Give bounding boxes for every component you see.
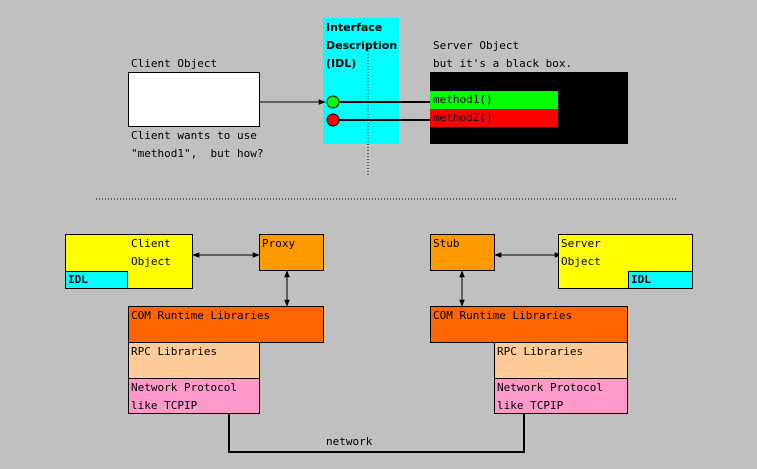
client-network-line2: like TCPIP: [131, 399, 198, 412]
network-label: network: [326, 435, 373, 448]
server-label-line1: Server Object: [433, 39, 520, 52]
idl-title-line3: (IDL): [326, 57, 357, 70]
client-object-label: Client Object: [131, 57, 218, 70]
client-com-runtime: COM Runtime Libraries: [128, 306, 324, 343]
client-note-line1: Client wants to use: [131, 129, 257, 142]
client-network-protocol: Network Protocol like TCPIP: [128, 378, 260, 414]
method2-dot: [326, 113, 340, 127]
client-rpc-libraries: RPC Libraries: [128, 342, 260, 379]
idl-title-line2: Description: [326, 39, 398, 52]
client-block-line2: Object: [131, 255, 171, 268]
client-object-box: [128, 72, 260, 127]
client-block-line1: Client: [131, 237, 171, 250]
server-label-line2: but it's a black box.: [433, 57, 573, 70]
server-network-line2: like TCPIP: [497, 399, 564, 412]
server-idl-tag: IDL: [628, 271, 693, 289]
server-rpc-label: RPC Libraries: [497, 345, 584, 358]
server-block-line2: Object: [561, 255, 601, 268]
client-idl-tag-label: IDL: [68, 273, 88, 286]
server-network-protocol: Network Protocol like TCPIP: [494, 378, 628, 414]
server-com-runtime: COM Runtime Libraries: [430, 306, 628, 343]
client-idl-tag: IDL: [65, 271, 128, 289]
network-line: [228, 414, 525, 453]
proxy-label: Proxy: [262, 237, 296, 250]
proxy-block: Proxy: [259, 234, 324, 271]
client-rpc-label: RPC Libraries: [131, 345, 218, 358]
server-com-runtime-label: COM Runtime Libraries: [433, 309, 573, 322]
server-idl-tag-label: IDL: [631, 273, 651, 286]
client-network-line1: Network Protocol: [131, 381, 237, 394]
client-note-line2: "method1", but how?: [131, 147, 264, 160]
stub-label: Stub: [433, 237, 460, 250]
client-object-block: Client Object: [65, 234, 193, 289]
server-block-line1: Server: [561, 237, 601, 250]
server-rpc-libraries: RPC Libraries: [494, 342, 628, 379]
stub-block: Stub: [430, 234, 495, 271]
idl-title-line1: Interface: [326, 21, 383, 34]
client-com-runtime-label: COM Runtime Libraries: [131, 309, 271, 322]
server-network-line1: Network Protocol: [497, 381, 603, 394]
method2-label: method2(): [430, 109, 558, 127]
method1-label: method1(): [430, 91, 558, 109]
server-object-block: Server Object: [558, 234, 693, 289]
method1-dot: [326, 95, 340, 109]
